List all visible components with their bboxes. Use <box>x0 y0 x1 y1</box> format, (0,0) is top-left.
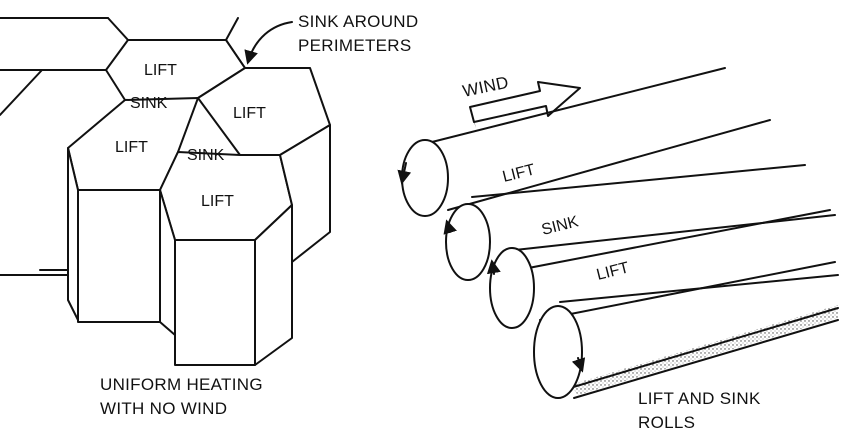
label-lift-bottom: LIFT <box>201 193 234 210</box>
label-lift-right: LIFT <box>233 105 266 122</box>
rolls-diagram: WIND LIFT SINK LIFT LIFT AND SINK ROLLS <box>397 67 839 432</box>
roll-label-lift-2: LIFT <box>595 259 631 284</box>
label-lift-left: LIFT <box>115 139 148 156</box>
left-caption-line-2: WITH NO WIND <box>100 399 227 418</box>
roll-label-lift-1: LIFT <box>501 161 537 186</box>
right-caption-line-2: ROLLS <box>638 413 695 432</box>
callout-line-2: PERIMETERS <box>298 36 412 55</box>
label-sink-lower: SINK <box>187 147 225 164</box>
label-sink-center: SINK <box>130 95 168 112</box>
left-caption-line-1: UNIFORM HEATING <box>100 375 263 394</box>
roll-label-sink: SINK <box>540 213 581 239</box>
right-caption-line-1: LIFT AND SINK <box>638 389 761 408</box>
wind-label: WIND <box>461 73 510 101</box>
callout-line-1: SINK AROUND <box>298 12 418 31</box>
label-lift-top: LIFT <box>144 62 177 79</box>
hexagonal-cells-diagram: LIFT SINK LIFT LIFT SINK LIFT SINK AROUN… <box>0 12 418 418</box>
